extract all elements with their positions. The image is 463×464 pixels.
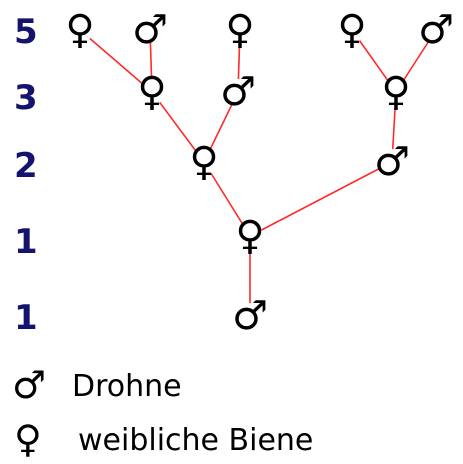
node-backdrop	[423, 17, 449, 43]
node-backdrop	[139, 79, 165, 105]
female-icon: ♀	[235, 213, 264, 259]
female-icon: ♀	[137, 69, 166, 115]
male-icon: ♂	[232, 293, 268, 339]
node-backdrop	[379, 149, 405, 175]
female-icon: ♀	[381, 69, 410, 115]
male-icon: ♂	[220, 69, 256, 115]
tree-edge	[151, 91, 205, 163]
node-backdrop	[67, 17, 93, 43]
female-icon: ♀	[189, 139, 218, 185]
generation-count-label: 1	[14, 298, 38, 338]
node-backdrop	[191, 149, 217, 175]
node-backdrop	[383, 79, 409, 105]
generation-counts: 5 3 2 1 1	[14, 12, 38, 338]
legend-label-female: weibliche Biene	[78, 423, 313, 458]
female-icon: ♀	[14, 417, 42, 461]
male-icon: ♂	[374, 139, 410, 185]
legend-label-male: Drohne	[72, 369, 182, 404]
node-backdrop	[137, 17, 163, 43]
legend-item-female: ♀ weibliche Biene	[14, 417, 313, 461]
generation-count-label: 3	[14, 78, 38, 118]
node-backdrop	[227, 17, 253, 43]
generation-count-label: 5	[14, 12, 38, 52]
female-icon: ♀	[337, 7, 366, 53]
tree-edge	[249, 161, 393, 237]
tree-edge	[203, 161, 251, 237]
generation-count-label: 1	[14, 222, 38, 262]
node-backdrop	[237, 223, 263, 249]
generation-count-label: 2	[14, 146, 38, 186]
node-backdrop	[339, 17, 365, 43]
node-backdrop	[225, 79, 251, 105]
tree-nodes: ♀♂♀♀♂♀♂♀♀♂♀♂	[65, 7, 454, 339]
tree-edge	[79, 29, 153, 93]
node-backdrop	[237, 303, 263, 329]
male-icon: ♂	[132, 7, 168, 53]
legend: ♂ Drohne ♀ weibliche Biene	[12, 363, 313, 461]
female-icon: ♀	[225, 7, 254, 53]
female-icon: ♀	[65, 7, 94, 53]
male-icon: ♂	[12, 363, 46, 407]
male-icon: ♂	[418, 7, 454, 53]
legend-item-male: ♂ Drohne	[12, 363, 182, 407]
